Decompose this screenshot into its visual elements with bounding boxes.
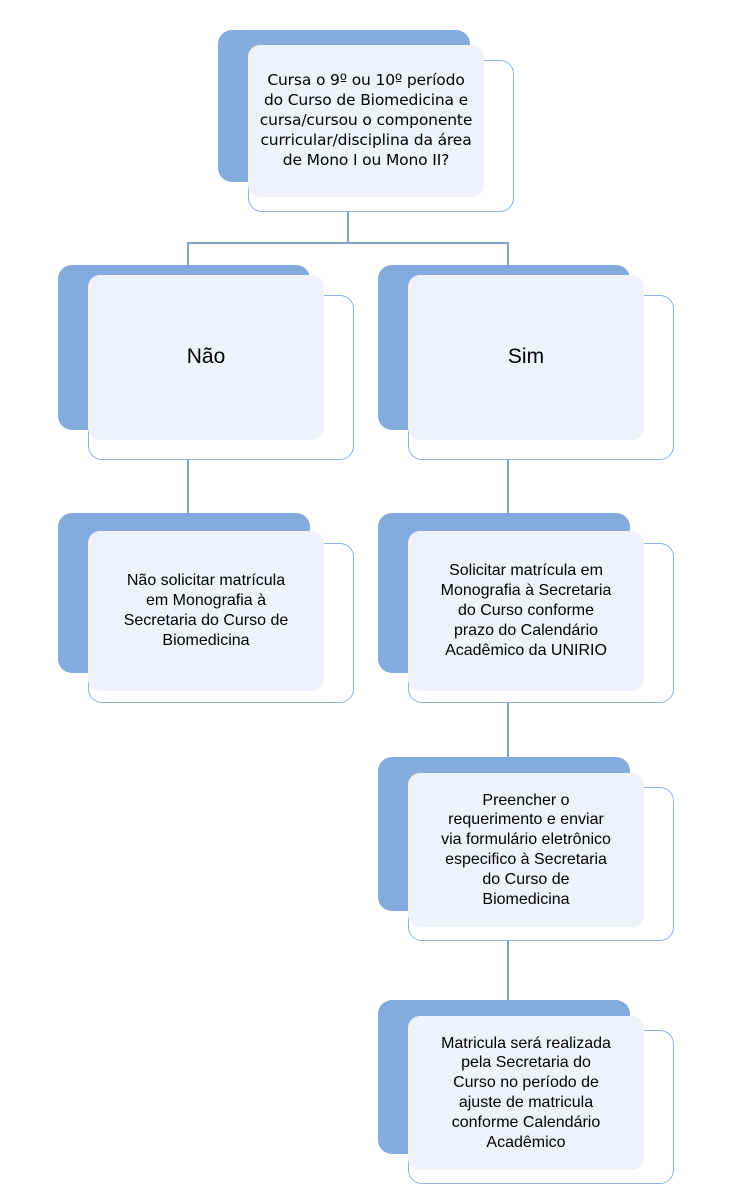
node-matricula[interactable]: Matricula será realizada pela Secretaria… [378,1000,674,1184]
node-preencher-body: Preencher o requerimento e enviar via fo… [408,773,644,927]
connector-branch-bar [187,242,509,244]
node-nao-solicitar[interactable]: Não solicitar matrícula em Monografia à … [58,513,354,703]
node-solicitar[interactable]: Solicitar matrícula em Monografia à Secr… [378,513,674,703]
node-sim-body: Sim [408,275,644,440]
connector-branch-to-sim [507,242,509,270]
node-nao[interactable]: Não [58,265,354,460]
node-solicitar-label: Solicitar matrícula em Monografia à Secr… [440,562,612,659]
connector-question-stem [347,205,349,243]
node-question-label: Cursa o 9º ou 10º período do Curso de Bi… [259,71,473,169]
node-preencher-label: Preencher o requerimento e enviar via fo… [441,791,611,908]
node-sim[interactable]: Sim [378,265,674,460]
node-question-body: Cursa o 9º ou 10º período do Curso de Bi… [248,45,484,197]
node-solicitar-body: Solicitar matrícula em Monografia à Secr… [408,531,644,691]
node-nao-body: Não [88,275,324,440]
node-nao-label: Não [186,345,226,369]
node-matricula-body: Matricula será realizada pela Secretaria… [408,1016,644,1170]
node-preencher[interactable]: Preencher o requerimento e enviar via fo… [378,757,674,941]
connector-sim-to-solicitar [507,455,509,523]
connector-preencher-to-matricula [507,938,509,1006]
connector-solicitar-to-preencher [507,698,509,766]
node-matricula-label: Matricula será realizada pela Secretaria… [441,1034,611,1151]
connector-nao-to-nao-solicitar [187,455,189,523]
node-nao-solicitar-body: Não solicitar matrícula em Monografia à … [88,531,324,691]
node-question[interactable]: Cursa o 9º ou 10º período do Curso de Bi… [218,30,514,212]
node-sim-label: Sim [507,345,545,369]
node-nao-solicitar-label: Não solicitar matrícula em Monografia à … [123,572,289,649]
connector-branch-to-nao [187,242,189,270]
